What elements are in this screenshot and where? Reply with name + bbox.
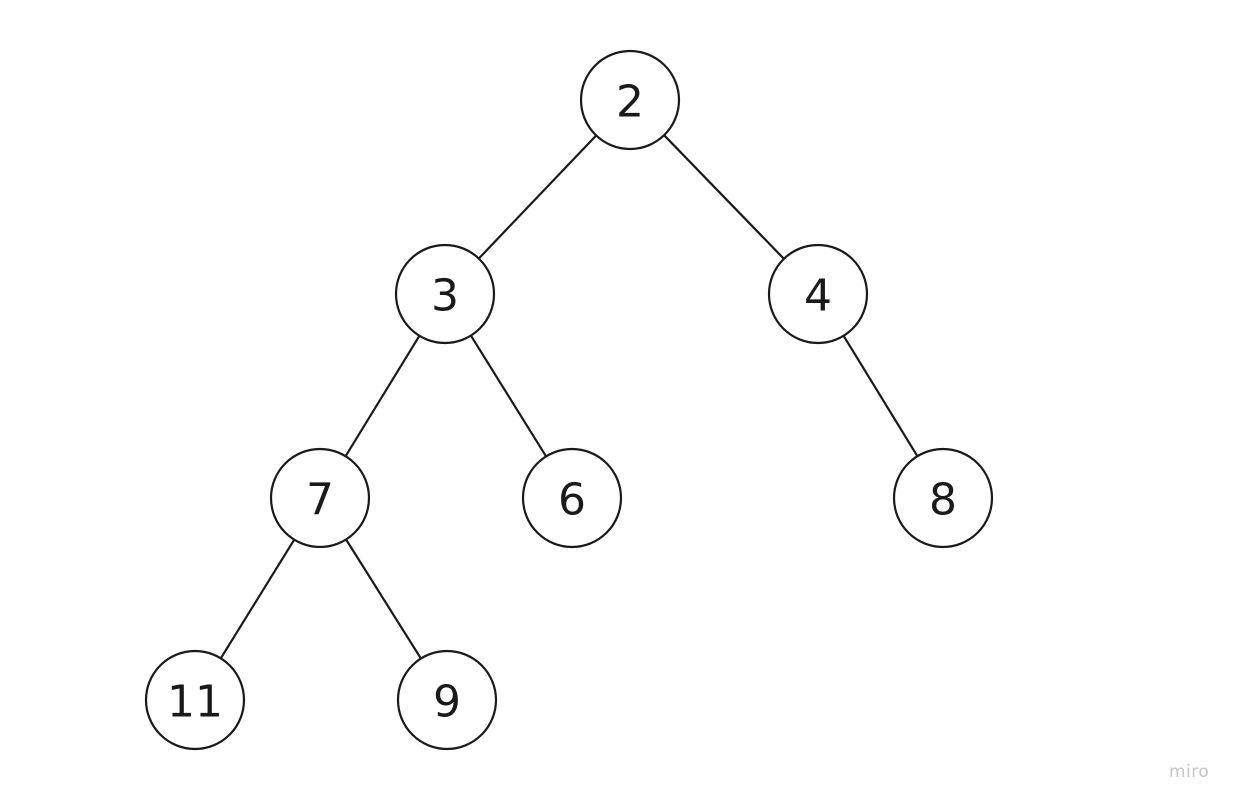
- tree-node-4: 4: [767, 243, 869, 345]
- edge-n7-n11: [219, 538, 296, 660]
- node-label: 7: [306, 475, 334, 526]
- node-circle: [269, 447, 371, 549]
- miro-watermark: miro: [1169, 762, 1210, 782]
- nodes-layer: 2 3 4 7 6 8 11 9: [144, 49, 994, 751]
- edge-n2-n3: [477, 134, 598, 260]
- edge-n3-n6: [469, 334, 548, 458]
- node-circle: [144, 649, 246, 751]
- node-label: 11: [167, 677, 223, 728]
- edge-n4-n8: [842, 334, 919, 458]
- node-circle: [396, 649, 498, 751]
- edge-n7-n9: [344, 538, 423, 660]
- node-circle: [521, 447, 623, 549]
- tree-node-11: 11: [144, 649, 246, 751]
- node-label: 4: [804, 271, 832, 322]
- node-label: 9: [433, 677, 461, 728]
- tree-node-2: 2: [579, 49, 681, 151]
- tree-node-9: 9: [396, 649, 498, 751]
- node-label: 3: [431, 271, 459, 322]
- node-label: 6: [558, 475, 586, 526]
- tree-node-8: 8: [892, 447, 994, 549]
- node-circle: [892, 447, 994, 549]
- edge-n3-n7: [344, 334, 421, 458]
- edges-layer: [219, 134, 919, 660]
- tree-node-3: 3: [394, 243, 496, 345]
- tree-node-6: 6: [521, 447, 623, 549]
- tree-node-7: 7: [269, 447, 371, 549]
- edge-n2-n4: [662, 134, 786, 260]
- node-circle: [394, 243, 496, 345]
- node-circle: [767, 243, 869, 345]
- node-label: 2: [616, 77, 644, 128]
- node-label: 8: [929, 475, 957, 526]
- node-circle: [579, 49, 681, 151]
